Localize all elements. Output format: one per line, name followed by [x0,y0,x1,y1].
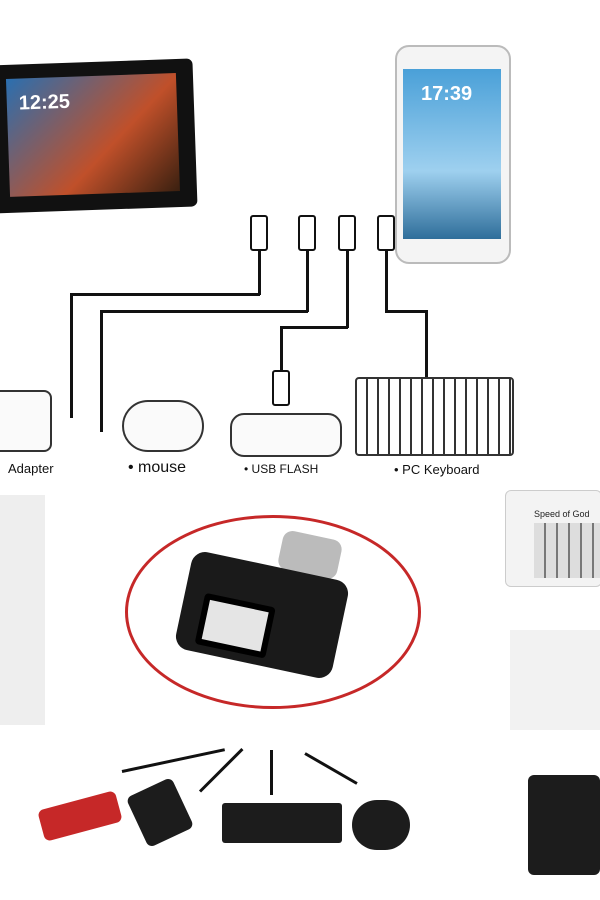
highlight-ring [125,515,421,709]
adapter-label: Adapter [8,461,54,476]
usb-flash-label: USB FLASH [251,462,319,476]
phone-keyboard-text: Speed of God [534,509,590,519]
usb-plug-icon [338,215,356,251]
adapter-image [0,390,52,452]
headset-image [0,495,45,725]
card-reader-image [125,777,195,848]
keyboard-bottom-image [222,803,342,843]
usb-plug-icon [377,215,395,251]
usb-plug-icon [272,370,290,406]
flash-drive-image [37,790,123,842]
tablet-clock: 12:25 [18,90,71,115]
phone-clock: 17:39 [421,83,473,105]
mouse-image [122,400,204,452]
keyboard-image [355,377,514,456]
mouse-bottom-image [352,800,410,850]
typing-keyboard-image [510,630,600,730]
smartphone-image: 17:39 [395,45,511,264]
tablet-image: 12:25 [0,58,198,214]
mouse-label: mouse [138,459,187,476]
phone-keyboard-image: Speed of God [505,490,600,587]
adapter-closeup-image [528,775,600,875]
keyboard-label: PC Keyboard [402,462,480,477]
usb-plug-icon [298,215,316,251]
usb-flash-image [230,413,342,457]
usb-plug-icon [250,215,268,251]
